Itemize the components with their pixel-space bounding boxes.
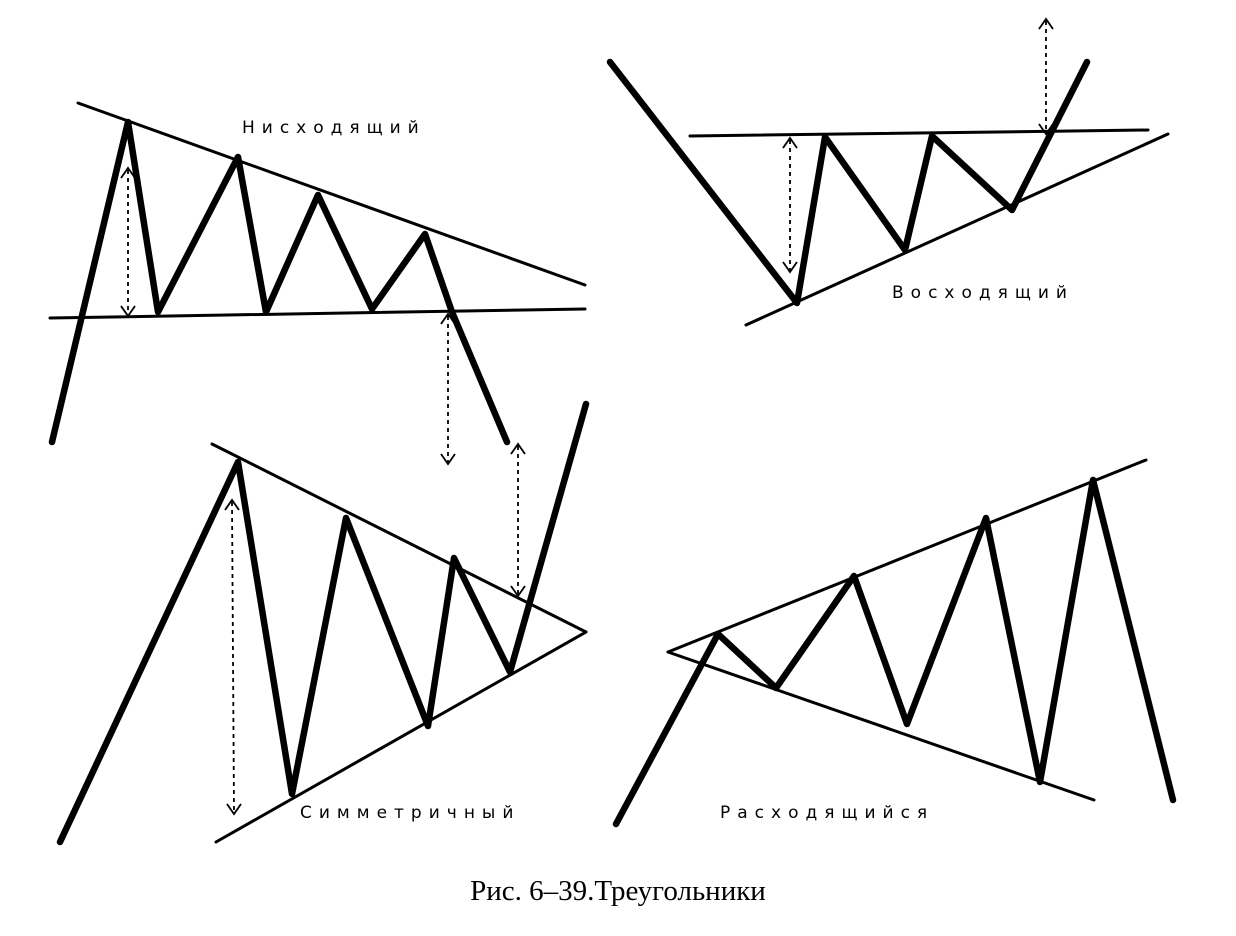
symmetric-label: Симметричный xyxy=(300,803,520,823)
ascending-height-arrow-head-top xyxy=(782,136,798,149)
expanding-price-path xyxy=(612,476,1177,828)
symmetric-price-path xyxy=(56,400,590,846)
symmetric-upper-line xyxy=(210,442,588,634)
descending-support-line xyxy=(48,307,587,320)
symmetric-target-arrow-head-top xyxy=(510,442,526,455)
expanding-upper-line xyxy=(666,458,1148,654)
symmetric-height-arrow xyxy=(231,501,235,813)
ascending-triangle-diagram: Восходящий xyxy=(606,17,1170,327)
symmetric-height-arrow-head-bottom xyxy=(226,803,242,816)
ascending-support-line xyxy=(744,132,1170,327)
ascending-price-path xyxy=(606,58,1091,307)
descending-triangle-diagram: Нисходящий xyxy=(48,101,587,466)
descending-resistance-line xyxy=(76,101,587,287)
ascending-target-arrow-head-top xyxy=(1038,17,1054,30)
descending-height-arrow-head-bottom xyxy=(120,305,136,318)
symmetric-triangle-diagram: Симметричный xyxy=(56,400,590,846)
ascending-resistance-line xyxy=(688,128,1150,138)
expanding-triangle-diagram: Расходящийся xyxy=(612,458,1177,828)
symmetric-lower-line xyxy=(214,630,588,844)
descending-label: Нисходящий xyxy=(242,118,426,138)
descending-price-path xyxy=(48,118,511,446)
descending-target-arrow-head-top xyxy=(440,312,456,325)
symmetric-target-arrow-head-bottom xyxy=(510,585,526,598)
expanding-lower-line xyxy=(666,650,1096,802)
figure-caption: Рис. 6–39.Треугольники xyxy=(470,875,766,907)
ascending-target-arrow-head-bottom xyxy=(1038,123,1054,136)
symmetric-height-arrow-head-top xyxy=(224,498,240,511)
ascending-label: Восходящий xyxy=(892,283,1074,303)
descending-height-arrow-head-top xyxy=(120,166,136,179)
ascending-height-arrow-head-bottom xyxy=(782,261,798,274)
expanding-label: Расходящийся xyxy=(720,803,934,823)
descending-target-arrow-head-bottom xyxy=(440,453,456,466)
